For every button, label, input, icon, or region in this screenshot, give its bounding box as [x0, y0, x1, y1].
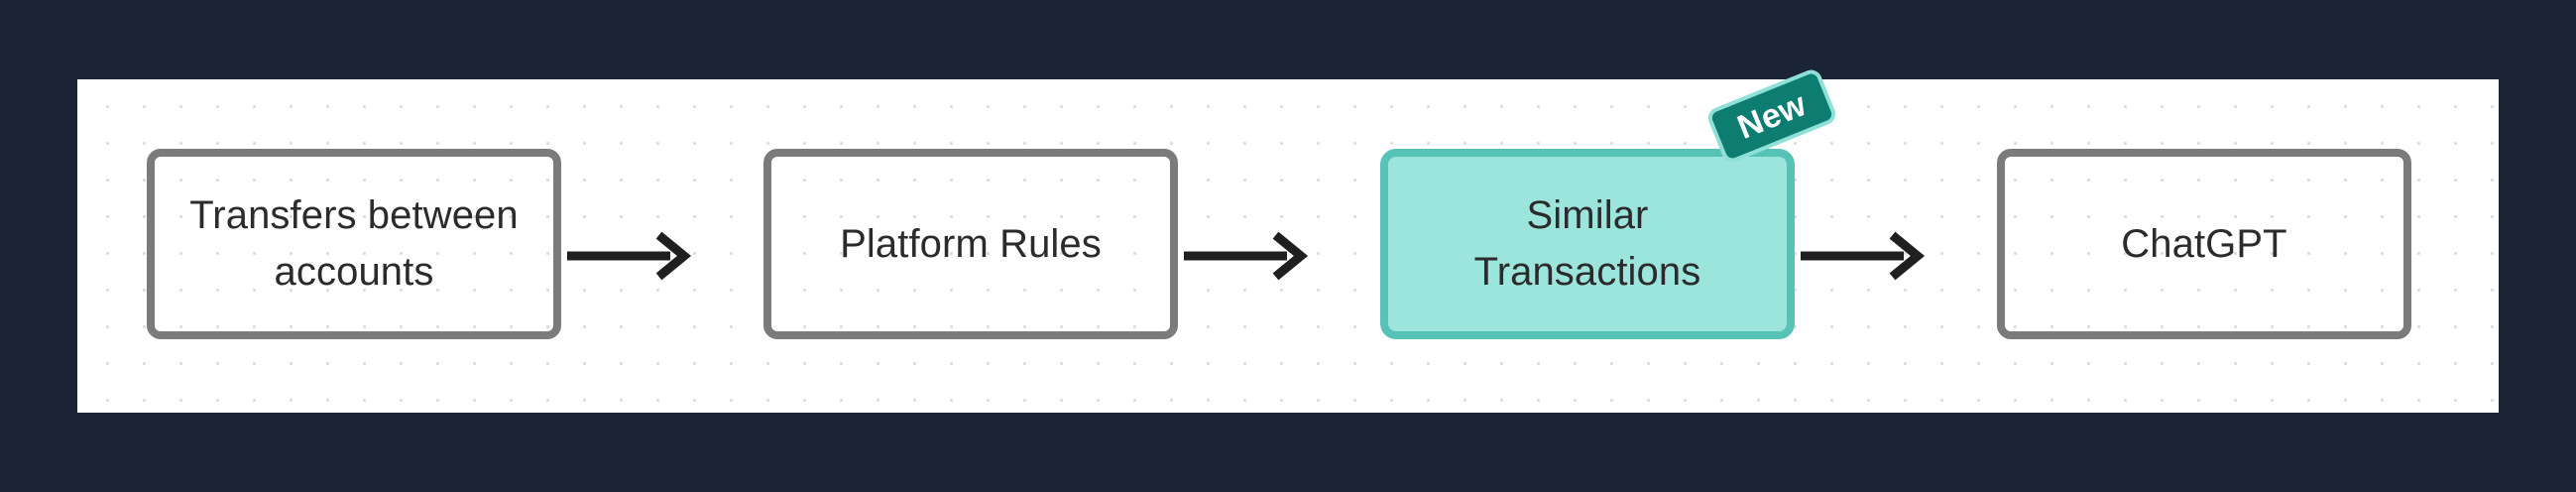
flow-arrow-similar-transactions-to-chatgpt [1801, 231, 1926, 281]
flow-node-similar-transactions[interactable]: Similar Transactions [1380, 149, 1795, 339]
flow-arrow-transfers-to-platform-rules [567, 231, 692, 281]
new-badge-label: New [1731, 84, 1812, 147]
flow-node-chatgpt[interactable]: ChatGPT [1997, 149, 2411, 339]
flow-node-transfers[interactable]: Transfers between accounts [147, 149, 561, 339]
flow-arrow-platform-rules-to-similar-transactions [1184, 231, 1309, 281]
flow-node-transfers-label: Transfers between accounts [189, 193, 519, 294]
flow-node-platform-rules-label: Platform Rules [840, 221, 1102, 266]
diagram-canvas: Transfers between accounts Platform Rule… [77, 66, 2499, 413]
flow-node-chatgpt-label: ChatGPT [2121, 221, 2287, 266]
flow-node-platform-rules[interactable]: Platform Rules [763, 149, 1178, 339]
flowchart: Transfers between accounts Platform Rule… [77, 66, 2499, 413]
flow-node-similar-transactions-label: Similar Transactions [1473, 193, 1701, 294]
